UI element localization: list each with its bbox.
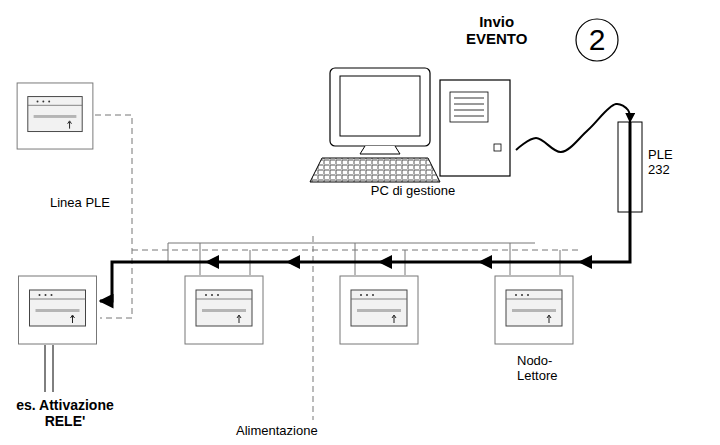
power-label: Alimentazione [236,424,318,439]
ple232-node: PLE 232 [618,122,642,212]
line-label: Linea PLE [50,196,110,211]
bus-wiring [95,115,580,420]
pc-illustration [310,68,510,182]
reader-node: Nodo-Lettore [493,275,575,345]
relay-wires [45,345,53,392]
callout-number: 2 [576,21,618,59]
signal-through-line [629,122,632,212]
signal-connector [516,104,630,152]
event-label: Invio EVENTO [466,13,527,48]
flow-arrowheads [205,255,592,269]
relay-node: es. Attivazione RELE' [15,275,100,345]
node-label: Nodo-Lettore [517,354,557,384]
device-modules [17,83,573,344]
pc-node: PC di gestione [310,66,516,204]
node-label: PC di gestione [310,184,516,199]
ple232-box [618,122,642,212]
step-circle [576,19,618,61]
signal-connector [100,212,630,301]
node-label: PLE 232 [648,148,673,178]
node-label: es. Attivazione RELE' [3,397,127,429]
